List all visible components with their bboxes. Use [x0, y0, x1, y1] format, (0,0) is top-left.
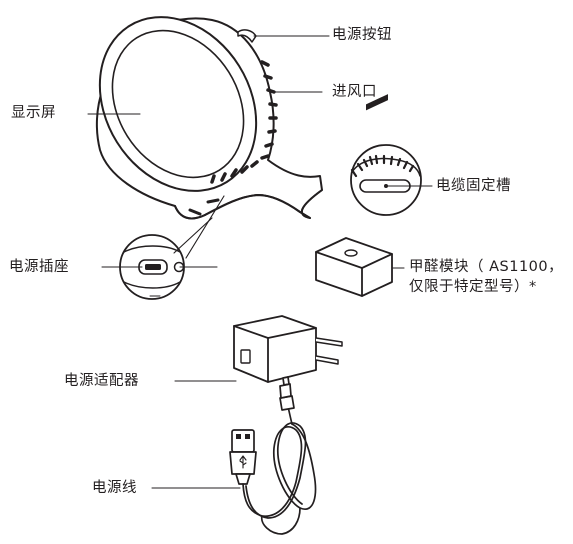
power-adapter [233, 315, 343, 383]
label-power-adapter: 电源适配器 [64, 373, 139, 389]
formaldehyde-module [315, 94, 393, 297]
label-power-socket: 电源插座 [9, 259, 69, 275]
label-power-cord: 电源线 [92, 480, 137, 496]
label-formaldehyde-module-line2: 仅限于特定型号）* [409, 279, 537, 295]
leader-lines [87, 35, 433, 489]
label-display: 显示屏 [11, 105, 56, 121]
power-button-graphic [237, 29, 257, 43]
label-power-button: 电源按钮 [332, 27, 392, 43]
display-face [98, 16, 258, 192]
cable-groove-detail [350, 144, 422, 216]
label-air-inlet: 进风口 [332, 84, 377, 100]
usb-cable [229, 376, 317, 535]
label-cable-groove: 电缆固定槽 [436, 178, 511, 194]
power-socket-detail [119, 234, 185, 300]
label-formaldehyde-module-line1: 甲醛模块（ AS1100， [409, 259, 564, 275]
